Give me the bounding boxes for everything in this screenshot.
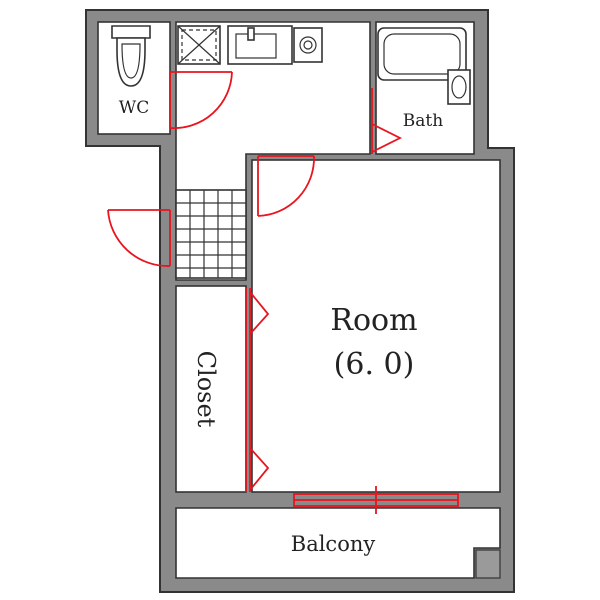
closet-label: Closet bbox=[192, 351, 220, 428]
bath-folding-door-icon bbox=[371, 88, 403, 154]
closet-sliding-doors-icon bbox=[245, 288, 270, 492]
wc-label: WC bbox=[119, 98, 149, 118]
closet-floor bbox=[175, 285, 247, 493]
toilet-icon bbox=[111, 25, 151, 87]
washbasin-icon bbox=[447, 69, 471, 105]
balcony-floor bbox=[175, 507, 501, 579]
balcony-corner-block bbox=[475, 549, 501, 579]
room-floors bbox=[97, 21, 501, 579]
kitchen-sink-icon bbox=[227, 25, 293, 65]
bathtub-icon bbox=[377, 27, 467, 81]
entrance-tile-grid bbox=[175, 189, 247, 279]
bath-label: Bath bbox=[403, 111, 443, 131]
doors bbox=[107, 71, 459, 514]
balcony-sliding-window-icon bbox=[293, 486, 459, 514]
balcony-label: Balcony bbox=[291, 532, 376, 556]
wc-door-icon bbox=[169, 71, 233, 129]
room-label: Room bbox=[330, 303, 417, 338]
room-door-icon bbox=[257, 155, 315, 217]
laundry-pan-icon bbox=[177, 25, 221, 65]
room-size-label: (6. 0) bbox=[334, 347, 415, 382]
stove-icon bbox=[293, 27, 323, 63]
room-floor bbox=[251, 159, 501, 493]
entrance-door-icon bbox=[107, 209, 171, 267]
